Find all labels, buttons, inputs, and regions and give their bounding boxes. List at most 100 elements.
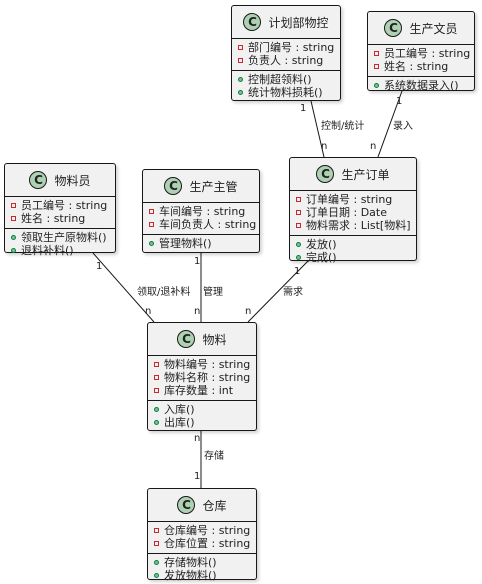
operation: 入库()	[154, 403, 250, 416]
attribute: 员工编号 : string	[374, 47, 470, 60]
class-header: C 生产主管	[143, 170, 259, 203]
class-production-supervisor[interactable]: C 生产主管 车间编号 : string 车间负责人 : string 管理物料…	[142, 169, 260, 253]
class-production-clerk[interactable]: C 生产文员 员工编号 : string 姓名 : string 系统数据录入(…	[367, 11, 475, 92]
class-header: C 物料员	[5, 164, 115, 197]
attribute: 物料名称 : string	[154, 371, 250, 384]
attributes-section: 物料编号 : string 物料名称 : string 库存数量 : int	[148, 356, 256, 400]
private-field-icon	[154, 541, 159, 546]
multiplicity-supervisor-end: 1	[194, 256, 201, 267]
attributes-section: 员工编号 : string 姓名 : string	[368, 45, 474, 76]
multiplicity-order-end: 1	[294, 266, 301, 277]
operation: 发放物料()	[154, 569, 250, 582]
private-field-icon	[149, 209, 154, 214]
class-material[interactable]: C 物料 物料编号 : string 物料名称 : string 库存数量 : …	[147, 322, 257, 431]
attribute: 仓库编号 : string	[154, 524, 250, 537]
public-method-icon	[296, 242, 301, 247]
association-label-plan-order: 控制/统计	[321, 121, 365, 132]
attribute: 员工编号 : string	[11, 199, 109, 212]
attribute: 车间负责人 : string	[149, 218, 256, 231]
private-field-icon	[238, 45, 243, 50]
class-icon: C	[177, 496, 196, 514]
link-order-material	[247, 260, 309, 323]
public-method-icon	[154, 420, 159, 425]
class-name: 生产订单	[341, 167, 390, 182]
operation: 领取生产原物料()	[11, 231, 109, 244]
operation: 出库()	[154, 416, 250, 429]
operations-section: 存储物料() 发放物料()	[148, 553, 256, 584]
class-icon: C	[316, 165, 335, 183]
attribute: 姓名 : string	[11, 212, 109, 225]
association-label-handler-material: 领取/退补料	[137, 287, 191, 298]
attributes-section: 仓库编号 : string 仓库位置 : string	[148, 522, 256, 553]
operations-section: 管理物料()	[143, 234, 259, 253]
class-name: 仓库	[202, 498, 227, 513]
multiplicity-order-end: n	[370, 141, 377, 152]
link-clerk-order	[377, 90, 403, 158]
public-method-icon	[149, 241, 154, 246]
private-field-icon	[296, 223, 301, 228]
public-method-icon	[154, 573, 159, 578]
private-field-icon	[149, 222, 154, 227]
association-label-clerk-order: 录入	[393, 121, 413, 132]
private-field-icon	[154, 362, 159, 367]
class-header: C 生产文员	[368, 12, 474, 45]
public-method-icon	[296, 255, 301, 260]
private-field-icon	[238, 58, 243, 63]
class-warehouse[interactable]: C 仓库 仓库编号 : string 仓库位置 : string 存储物料() …	[147, 488, 257, 582]
multiplicity-plan-end: 1	[300, 103, 307, 114]
attribute: 负责人 : string	[238, 54, 334, 67]
private-field-icon	[296, 210, 301, 215]
operation: 完成()	[296, 251, 410, 264]
class-name: 物料员	[54, 173, 91, 188]
class-header: C 仓库	[148, 489, 256, 522]
association-label-order-material: 需求	[283, 287, 303, 298]
link-plan-order	[310, 100, 325, 158]
operation: 控制超领料()	[238, 73, 334, 86]
attributes-section: 订单编号 : string 订单日期 : Date 物料需求 : List[物料…	[290, 191, 416, 235]
class-material-handler[interactable]: C 物料员 员工编号 : string 姓名 : string 领取生产原物料(…	[4, 163, 116, 257]
private-field-icon	[296, 197, 301, 202]
attributes-section: 员工编号 : string 姓名 : string	[5, 197, 115, 228]
multiplicity-order-end: n	[321, 141, 328, 152]
operation: 统计物料损耗()	[238, 86, 334, 99]
multiplicity-material-end: n	[194, 433, 201, 444]
operations-section: 控制超领料() 统计物料损耗()	[232, 70, 340, 102]
attribute: 部门编号 : string	[238, 41, 334, 54]
private-field-icon	[11, 216, 16, 221]
attribute: 车间编号 : string	[149, 205, 253, 218]
class-name: 生产文员	[409, 21, 458, 36]
association-label-material-warehouse: 存储	[204, 451, 224, 462]
private-field-icon	[374, 51, 379, 56]
operations-section: 发放() 完成()	[290, 235, 416, 267]
class-name: 计划部物控	[268, 15, 329, 30]
operations-section: 入库() 出库()	[148, 400, 256, 432]
class-plan-control[interactable]: C 计划部物控 部门编号 : string 负责人 : string 控制超领料…	[231, 5, 341, 101]
operation: 发放()	[296, 238, 410, 251]
attributes-section: 部门编号 : string 负责人 : string	[232, 39, 340, 70]
class-icon: C	[177, 330, 196, 348]
class-name: 生产主管	[189, 179, 238, 194]
class-production-order[interactable]: C 生产订单 订单编号 : string 订单日期 : Date 物料需求 : …	[289, 157, 417, 264]
public-method-icon	[238, 77, 243, 82]
class-header: C 计划部物控	[232, 6, 340, 39]
public-method-icon	[374, 83, 379, 88]
attribute: 物料需求 : List[物料]	[296, 219, 411, 232]
operation: 系统数据录入()	[374, 79, 468, 92]
class-header: C 生产订单	[290, 158, 416, 191]
multiplicity-handler-end: 1	[96, 261, 103, 272]
private-field-icon	[154, 375, 159, 380]
class-name: 物料	[202, 332, 227, 347]
attribute: 姓名 : string	[374, 60, 468, 73]
attribute: 订单日期 : Date	[296, 206, 410, 219]
attribute: 物料编号 : string	[154, 358, 250, 371]
attribute: 订单编号 : string	[296, 193, 410, 206]
private-field-icon	[374, 64, 379, 69]
operation: 退料补料()	[11, 244, 109, 257]
link-handler-material	[92, 252, 155, 323]
private-field-icon	[11, 203, 16, 208]
operations-section: 领取生产原物料() 退料补料()	[5, 228, 115, 260]
operation: 存储物料()	[154, 556, 250, 569]
public-method-icon	[238, 90, 243, 95]
